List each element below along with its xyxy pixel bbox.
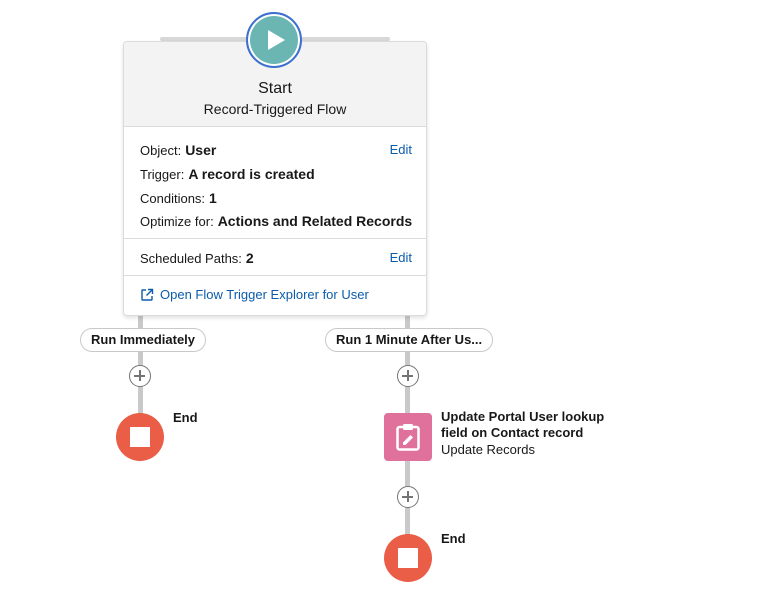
end-node[interactable] — [116, 413, 164, 461]
path-run-immediately[interactable]: Run Immediately — [80, 328, 207, 352]
update-element-type: Update Records — [441, 442, 535, 457]
start-element-card[interactable]: Start Record-Triggered Flow Object:User … — [123, 41, 427, 316]
trigger-label: Trigger: — [140, 167, 185, 182]
scheduled-paths-label: Scheduled Paths: — [140, 251, 242, 266]
flow-trigger-explorer-label: Open Flow Trigger Explorer for User — [160, 287, 369, 302]
optimize-label: Optimize for: — [140, 214, 214, 229]
scheduled-paths-value: 2 — [245, 250, 254, 266]
stop-icon — [398, 548, 418, 568]
start-button[interactable] — [246, 12, 302, 68]
add-element-button[interactable] — [129, 365, 151, 387]
stop-icon — [130, 427, 150, 447]
trigger-row: Trigger:A record is created — [140, 166, 315, 182]
optimize-row: Optimize for:Actions and Related Records — [140, 213, 412, 229]
add-element-button[interactable] — [397, 365, 419, 387]
end-label: End — [173, 410, 198, 425]
start-title: Start — [258, 80, 292, 97]
add-element-button[interactable] — [397, 486, 419, 508]
conditions-value: 1 — [209, 190, 217, 206]
path-run-1-minute-after[interactable]: Run 1 Minute After Us... — [325, 328, 494, 352]
end-label: End — [441, 531, 466, 546]
start-subtitle: Record-Triggered Flow — [203, 101, 347, 117]
conditions-label: Conditions: — [140, 191, 206, 206]
edit-trigger-link[interactable]: Edit — [389, 142, 412, 157]
object-row: Object:User — [140, 142, 216, 158]
optimize-value: Actions and Related Records — [217, 213, 413, 229]
object-label: Object: — [140, 143, 182, 158]
trigger-value: A record is created — [188, 166, 315, 182]
scheduled-paths-row: Scheduled Paths:2 — [140, 250, 254, 266]
edit-scheduled-paths-link[interactable]: Edit — [389, 250, 412, 265]
object-value: User — [185, 142, 217, 158]
card-divider — [124, 275, 426, 276]
connector-main-top — [138, 314, 143, 414]
flow-trigger-explorer-link[interactable]: Open Flow Trigger Explorer for User — [140, 287, 369, 302]
conditions-row: Conditions:1 — [140, 190, 217, 206]
end-node[interactable] — [384, 534, 432, 582]
connector-scheduled — [405, 314, 410, 414]
update-records-element[interactable] — [384, 413, 432, 461]
card-divider — [124, 238, 426, 239]
clipboard-icon — [396, 424, 420, 451]
external-link-icon — [141, 288, 154, 301]
update-element-title: Update Portal User lookup field on Conta… — [441, 409, 605, 440]
play-icon — [268, 30, 285, 50]
